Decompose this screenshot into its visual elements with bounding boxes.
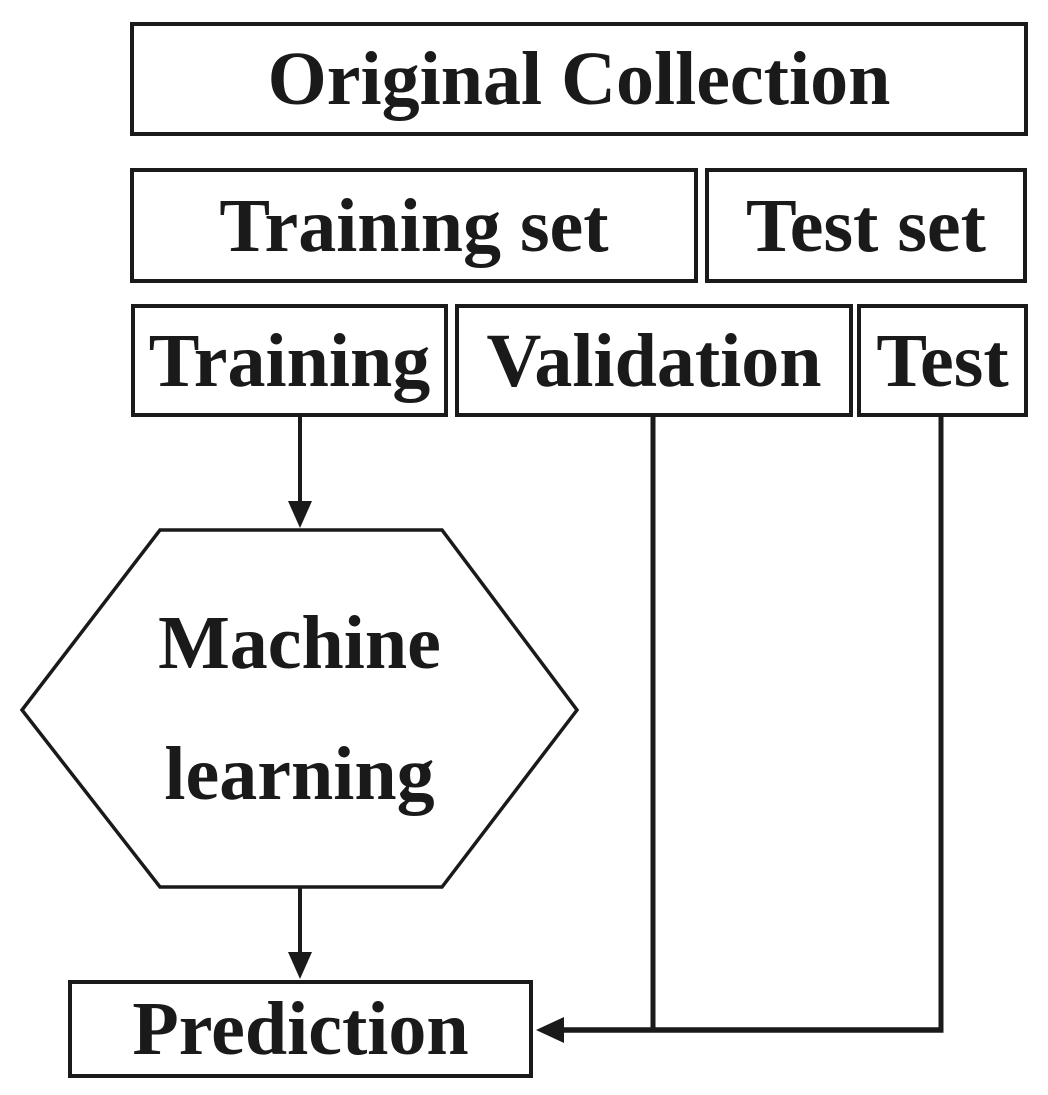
original-collection-label: Original Collection xyxy=(267,37,891,121)
training-set-box: Training set xyxy=(130,168,698,283)
machine-learning-label-line2: learning xyxy=(164,731,435,816)
prediction-box: Prediction xyxy=(68,980,533,1078)
test-set-label: Test set xyxy=(746,183,986,268)
arrowhead-ml-to-prediction xyxy=(288,952,312,979)
machine-learning-label-line1: Machine xyxy=(158,600,441,685)
training-box: Training xyxy=(131,304,448,417)
machine-learning-node: Machine learning xyxy=(22,530,577,887)
training-set-label: Training set xyxy=(219,183,609,268)
machine-learning-hexagon xyxy=(19,528,580,889)
validation-label: Validation xyxy=(486,318,822,403)
original-collection-box: Original Collection xyxy=(130,22,1028,136)
prediction-label: Prediction xyxy=(132,987,469,1071)
arrowhead-training-to-ml xyxy=(288,501,312,528)
test-set-box: Test set xyxy=(705,168,1027,283)
training-label: Training xyxy=(148,318,431,403)
arrowhead-into-prediction xyxy=(536,1017,564,1043)
test-box: Test xyxy=(857,304,1028,417)
test-label: Test xyxy=(876,318,1009,403)
validation-box: Validation xyxy=(455,304,853,417)
